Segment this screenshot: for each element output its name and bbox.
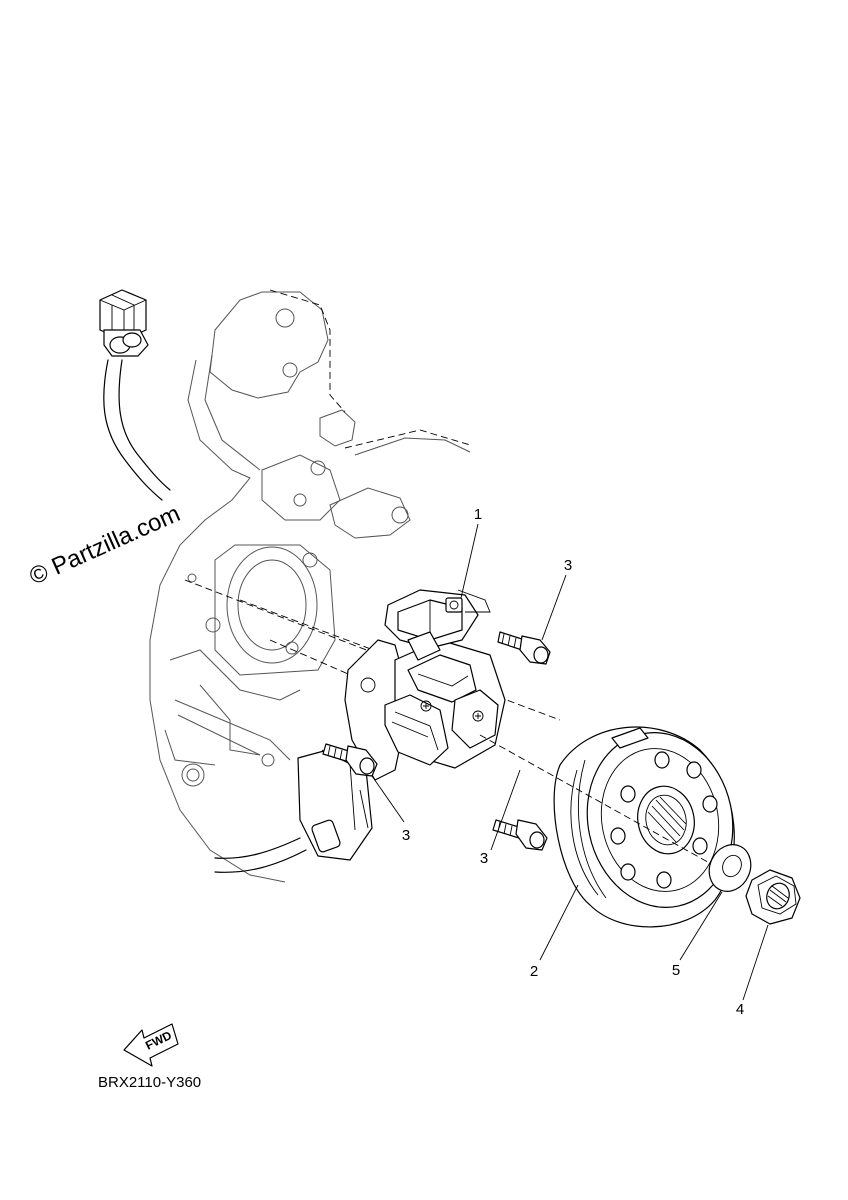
bolt-icon [497, 631, 551, 665]
fwd-arrow-icon: FWD [123, 1023, 179, 1067]
assembly-axis-line [479, 734, 741, 881]
callout-stator: 1 [474, 506, 482, 523]
callout-washer: 5 [672, 962, 680, 979]
callout-bolt-left: 3 [402, 827, 410, 844]
callout-leaders [371, 523, 769, 1001]
callout-bolt-right: 3 [480, 850, 488, 867]
bolt-right-icon [492, 819, 548, 851]
diagram-code: BRX2110-Y360 [98, 1074, 201, 1091]
callout-rotor: 2 [530, 963, 538, 980]
wire-harness [99, 289, 307, 873]
crankcase-outline [149, 289, 561, 883]
stator-assembly-icon [344, 589, 506, 781]
callout-bolt-top: 3 [564, 557, 572, 574]
washer-icon [708, 844, 752, 892]
bolt-left-icon [322, 743, 378, 777]
callout-nut: 4 [736, 1001, 744, 1018]
nut-icon [745, 869, 801, 925]
watermark-text: © Partzilla.com [25, 500, 184, 590]
